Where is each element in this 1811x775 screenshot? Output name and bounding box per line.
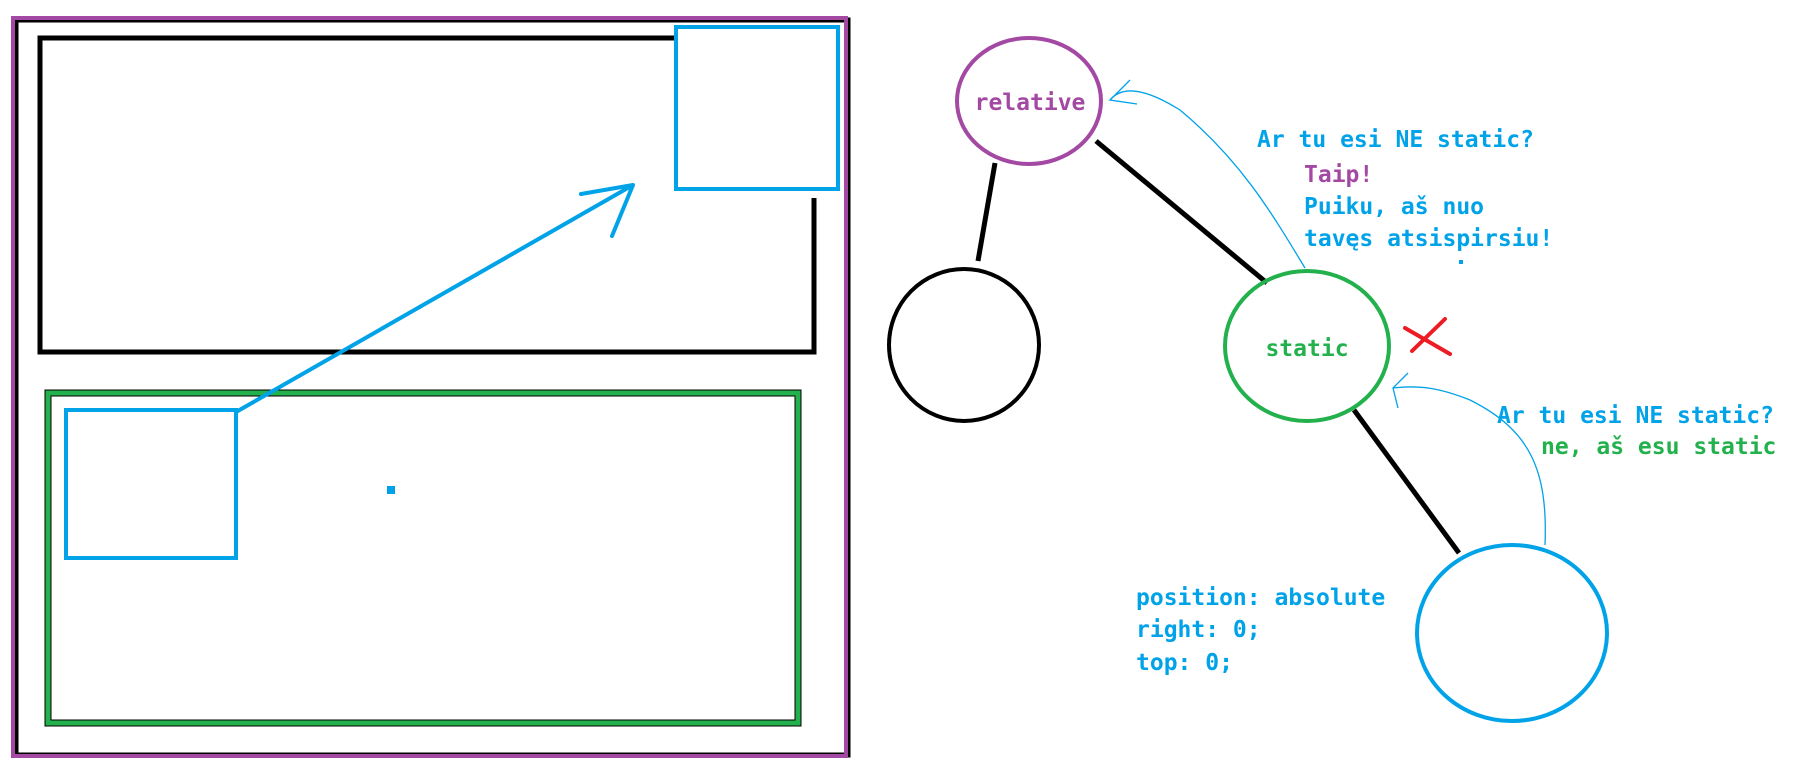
node-relative	[955, 36, 1103, 166]
curve-arrow-head-relative	[1108, 79, 1138, 105]
curve-arrow-static-to-relative	[1109, 90, 1306, 269]
edge-relative-left	[975, 162, 998, 262]
curve-arrow-head-static	[1392, 372, 1409, 409]
move-arrow-shaft	[235, 183, 634, 414]
answer-1a: Taip!	[1304, 162, 1373, 188]
tick-mark	[1459, 260, 1463, 264]
annotations: Ar tu esi NE static? Taip! Puiku, aš nuo…	[1136, 127, 1776, 676]
move-arrow-head	[579, 183, 635, 238]
relative-black-container	[37, 35, 817, 355]
blue-dot	[387, 486, 395, 494]
answer-1b: Puiku, aš nuo	[1304, 194, 1484, 220]
curve-arrow-absolute-to-static	[1392, 386, 1546, 546]
outer-purple-box	[11, 16, 848, 758]
node-absolute	[1415, 543, 1609, 723]
node-static	[1223, 269, 1391, 423]
node-left-child	[887, 267, 1041, 423]
box-illustration	[11, 16, 851, 758]
static-green-container-outline	[45, 390, 801, 726]
answer-2: ne, aš esu static	[1541, 434, 1776, 460]
answer-1c: tavęs atsispirsiu!	[1304, 226, 1553, 252]
node-static-label: static	[1265, 336, 1348, 362]
css-line-2: right: 0;	[1136, 617, 1261, 643]
question-1: Ar tu esi NE static?	[1257, 127, 1534, 153]
css-line-1: position: absolute	[1136, 585, 1385, 611]
css-line-3: top: 0;	[1136, 650, 1233, 676]
tree-illustration: relative static	[887, 36, 1609, 723]
absolute-box-original	[64, 408, 238, 560]
edge-static-absolute	[1351, 408, 1462, 555]
edge-relative-static	[1094, 139, 1269, 285]
question-2: Ar tu esi NE static?	[1497, 403, 1774, 429]
outer-black-box	[13, 17, 851, 758]
red-x-icon	[1403, 317, 1452, 356]
node-relative-label: relative	[975, 90, 1086, 116]
absolute-box-moved	[674, 25, 840, 191]
